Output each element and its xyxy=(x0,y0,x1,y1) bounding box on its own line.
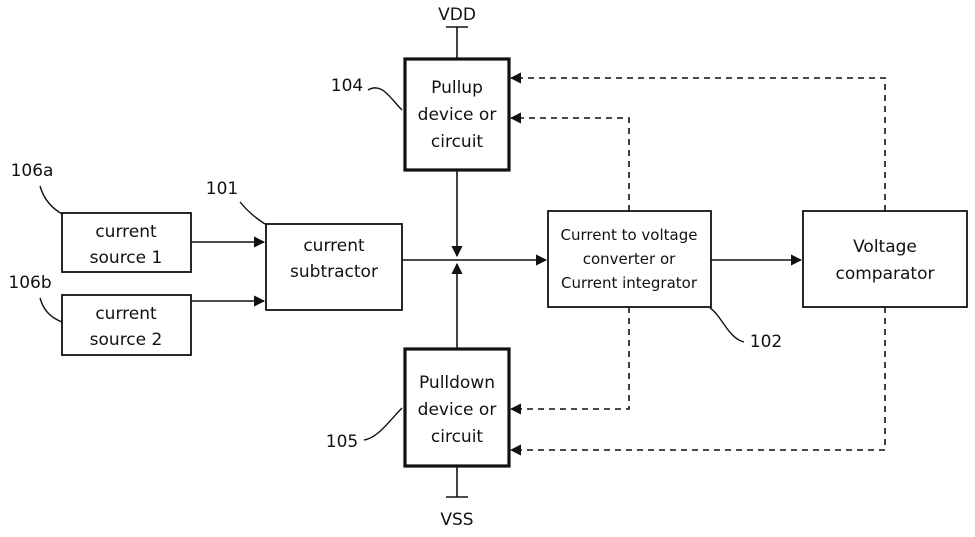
pulldown-ref: 105 xyxy=(326,432,358,452)
current-source-2-line-1: current xyxy=(95,304,157,324)
converter-to-pullup-feedback xyxy=(509,112,630,211)
pullup-leader xyxy=(367,87,403,111)
current-source-1-box xyxy=(61,212,192,273)
converter-block: Current to voltage converter or Current … xyxy=(547,210,782,352)
pulldown-block: Pulldown device or circuit 105 xyxy=(326,347,511,468)
current-source-2-box xyxy=(61,294,192,356)
current-subtractor-block: current subtractor 101 xyxy=(206,179,403,311)
current-subtractor-line-2: subtractor xyxy=(290,262,378,282)
current-source-2-line-2: source 2 xyxy=(90,330,163,350)
current-source-1-line-2: source 1 xyxy=(90,248,163,268)
comparator-line-2: comparator xyxy=(836,264,935,284)
current-subtractor-line-1: current xyxy=(303,236,365,256)
current-source-1-line-1: current xyxy=(95,222,157,242)
current-subtractor-ref: 101 xyxy=(206,179,238,199)
pullup-box xyxy=(403,57,511,172)
current-subtractor-box xyxy=(265,223,403,311)
converter-to-pulldown-feedback xyxy=(509,307,630,415)
comparator-to-pullup-feedback xyxy=(509,72,886,211)
pulldown-leader xyxy=(363,407,403,441)
comparator-box xyxy=(802,210,968,308)
vss-label: VSS xyxy=(440,510,473,530)
pullup-line-1: Pullup xyxy=(431,78,483,98)
current-source-2-block: current source 2 106b xyxy=(8,273,192,356)
converter-box xyxy=(547,210,712,308)
comparator-to-pulldown-feedback xyxy=(509,307,886,456)
current-subtractor-leader xyxy=(239,201,266,225)
converter-line-1: Current to voltage xyxy=(561,226,698,244)
converter-ref: 102 xyxy=(750,332,782,352)
comparator-block: Voltage comparator xyxy=(802,210,968,308)
converter-line-3: Current integrator xyxy=(561,274,698,292)
pulldown-line-2: device or xyxy=(418,400,497,420)
current-source-2-ref: 106b xyxy=(8,273,51,293)
pullup-ref: 104 xyxy=(331,76,363,96)
pullup-line-2: device or xyxy=(418,105,497,125)
converter-line-2: converter or xyxy=(583,250,676,268)
pullup-block: Pullup device or circuit 104 xyxy=(331,57,511,172)
pulldown-line-3: circuit xyxy=(431,427,484,447)
pullup-line-3: circuit xyxy=(431,132,484,152)
current-source-1-ref: 106a xyxy=(11,161,54,181)
current-source-2-leader xyxy=(39,297,63,323)
current-source-1-block: current source 1 106a xyxy=(11,161,192,273)
vdd-rail: VDD xyxy=(438,5,476,59)
vdd-label: VDD xyxy=(438,5,476,25)
converter-leader xyxy=(709,307,745,343)
comparator-line-1: Voltage xyxy=(853,237,917,257)
pulldown-line-1: Pulldown xyxy=(419,373,495,393)
current-source-1-leader xyxy=(39,185,63,215)
vss-rail: VSS xyxy=(440,466,474,530)
